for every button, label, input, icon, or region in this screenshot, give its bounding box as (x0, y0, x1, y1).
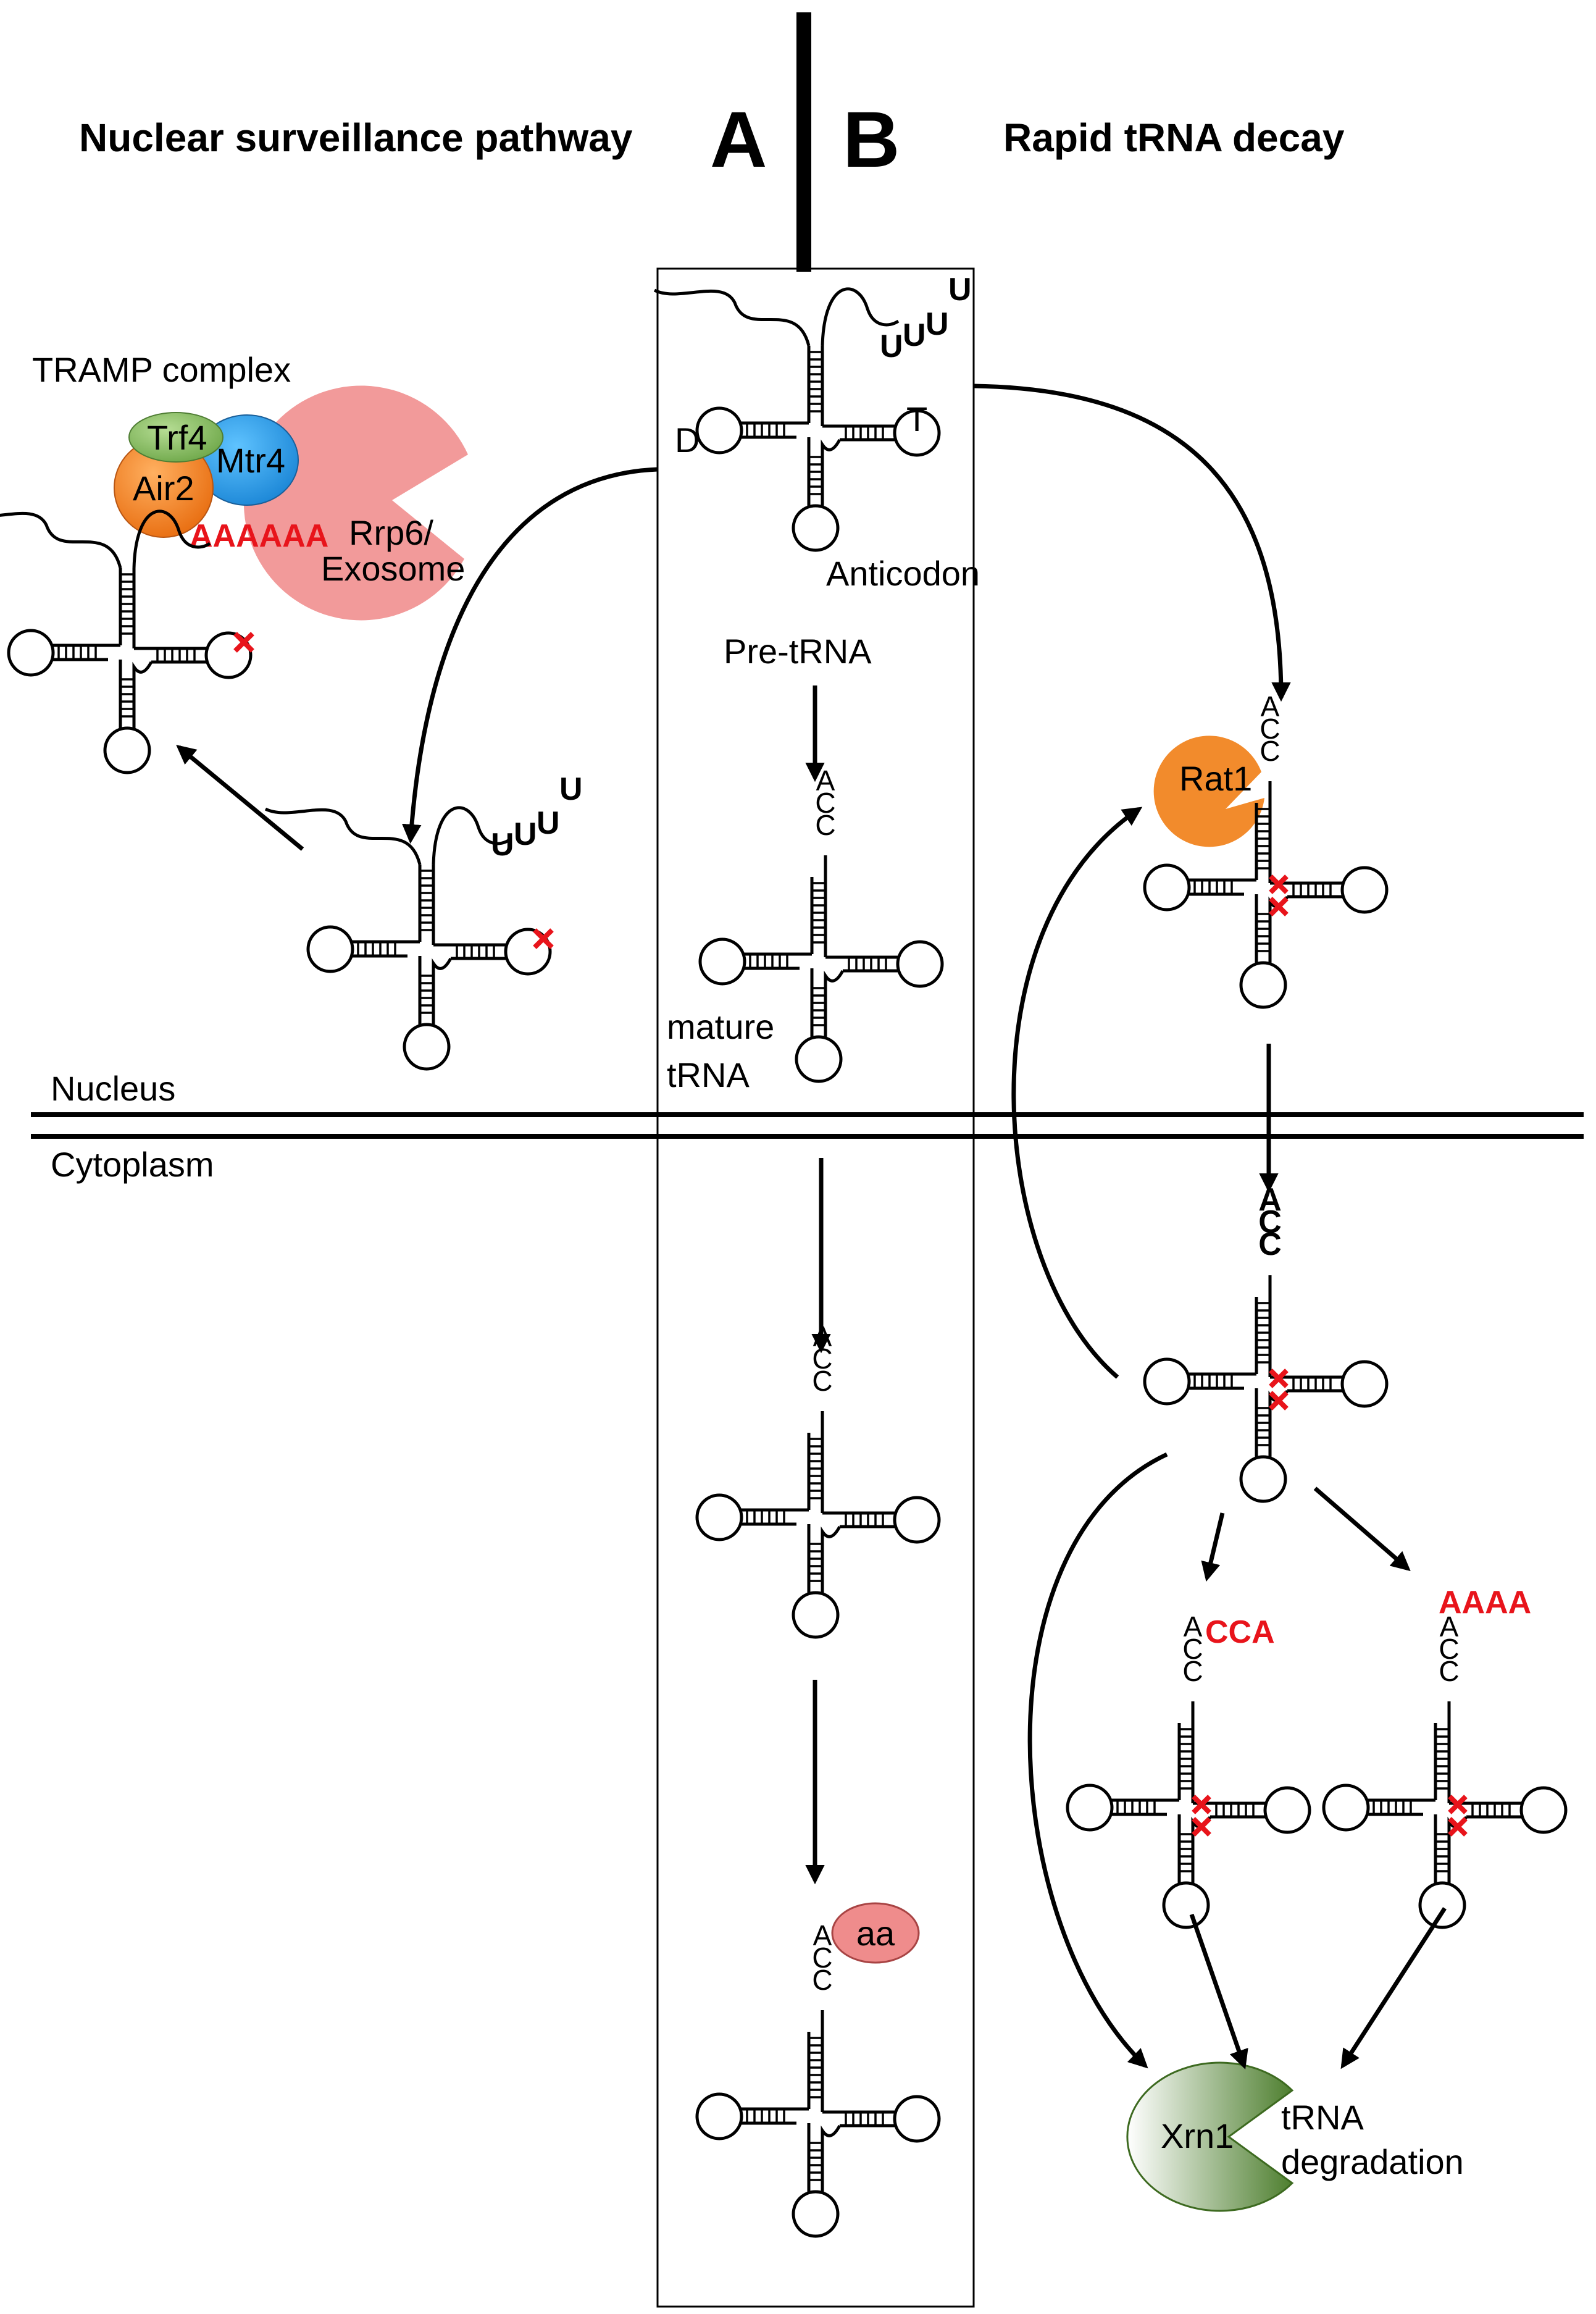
acc-nucleotide: C (1182, 1655, 1203, 1687)
mature-trna-label-1: mature (667, 1007, 774, 1046)
polya-added-label: AAAA (1439, 1585, 1531, 1620)
acc-nucleotide: A (1184, 1611, 1203, 1643)
exosome-pacman (243, 385, 468, 621)
pre-trna (653, 287, 941, 552)
cytoplasm-label: Cytoplasm (51, 1145, 214, 1184)
cca-added-label: CCA (1205, 1614, 1275, 1650)
d-arm-label: D (675, 421, 700, 459)
central-pathway-box (656, 267, 975, 2308)
xrn1-degradation-2: degradation (1281, 2142, 1464, 2181)
acc-nucleotide: A (1440, 1611, 1459, 1643)
air2-label: Air2 (133, 469, 194, 508)
arrow-to-polya (1313, 1486, 1411, 1572)
nuclear-hypomodified-trna (264, 806, 554, 1071)
acc-nucleotide: C (1260, 713, 1280, 745)
arrow-to-cca (1201, 1512, 1225, 1582)
pre-trna-label: Pre-tRNA (724, 632, 872, 671)
cytoplasmic-trna: ACC (695, 1320, 941, 1639)
rat1-label: Rat1 (1179, 759, 1252, 798)
acc-nucleotide: A (813, 1919, 832, 1951)
arrow-cyto-to-rat1 (1011, 807, 1143, 1379)
rat1-target-trna: ACC (1143, 690, 1389, 1009)
nucleus-label: Nucleus (51, 1069, 175, 1108)
acc-nucleotide: C (812, 1365, 832, 1397)
rat1-pacman (1153, 736, 1264, 847)
tramp-bound-trna (0, 509, 254, 774)
panel-b-title: Rapid tRNA decay (1003, 115, 1345, 160)
mature-trna: ACC (698, 765, 944, 1083)
mature-trna-label-2: tRNA (667, 1055, 750, 1094)
acc-nucleotide: A (1261, 690, 1280, 723)
acc-nucleotide: C (1258, 1204, 1282, 1240)
nuclear-uuuu-tail: UUUU (491, 771, 583, 863)
pathway-arrows (176, 384, 1447, 2069)
acc-nucleotide: C (1260, 735, 1280, 767)
acc-nucleotide: A (813, 1320, 832, 1352)
cytoplasmic-hypomodified-trna: ACC (1143, 1182, 1389, 1503)
acc-nucleotide: C (812, 1942, 832, 1974)
acc-nucleotide: C (1182, 1633, 1203, 1665)
panel-a-letter: A (710, 96, 767, 184)
amino-acid-label: aa (856, 1914, 895, 1953)
anticodon-label: Anticodon (826, 554, 980, 593)
xrn1-degradation-1: tRNA (1281, 2098, 1364, 2137)
xrn1-label: Xrn1 (1161, 2116, 1234, 2155)
amino-acid-bubble (831, 1902, 920, 1964)
acc-nucleotide: C (1439, 1633, 1459, 1665)
cca-tagged-trna: ACC (1066, 1611, 1311, 1929)
panel-divider (796, 12, 811, 272)
acc-nucleotide: C (812, 1964, 832, 1996)
trf4-label: Trf4 (147, 418, 207, 457)
tramp-complex-title: TRAMP complex (32, 350, 291, 389)
pre-trna-uuuu-tail: UUUU (880, 272, 972, 364)
arrow-pre-to-nuclear (402, 467, 658, 844)
trf4-protein (128, 412, 224, 463)
exosome-label-1: Rrp6/ (349, 513, 433, 552)
acc-nucleotide: A (1258, 1182, 1282, 1218)
t-arm-label: T (906, 400, 927, 438)
mtr4-label: Mtr4 (216, 441, 285, 480)
polya-tagged-trna: ACC (1322, 1611, 1568, 1929)
polya-tail-tramp: AAAAAA (190, 518, 328, 554)
arrow-nuclear-to-tramp (176, 744, 304, 851)
aminoacylated-trna: ACC (695, 1919, 941, 2238)
acc-nucleotide: C (1439, 1655, 1459, 1687)
arrow-pre-to-rat1 (973, 384, 1291, 702)
panel-a-title: Nuclear surveillance pathway (79, 115, 633, 160)
panel-b-letter: B (843, 96, 900, 184)
exosome-label-2: Exosome (321, 549, 465, 588)
arrow-cyto-to-xrn1 (1027, 1452, 1168, 2069)
arrow-cca-to-xrn1 (1189, 1913, 1248, 2069)
acc-nucleotide: A (816, 765, 835, 797)
arrow-polya-to-xrn1 (1340, 1907, 1447, 2069)
acc-nucleotide: C (1258, 1226, 1282, 1262)
acc-nucleotide: C (815, 787, 835, 819)
acc-nucleotide: C (812, 1343, 832, 1375)
acc-nucleotide: C (815, 809, 835, 841)
